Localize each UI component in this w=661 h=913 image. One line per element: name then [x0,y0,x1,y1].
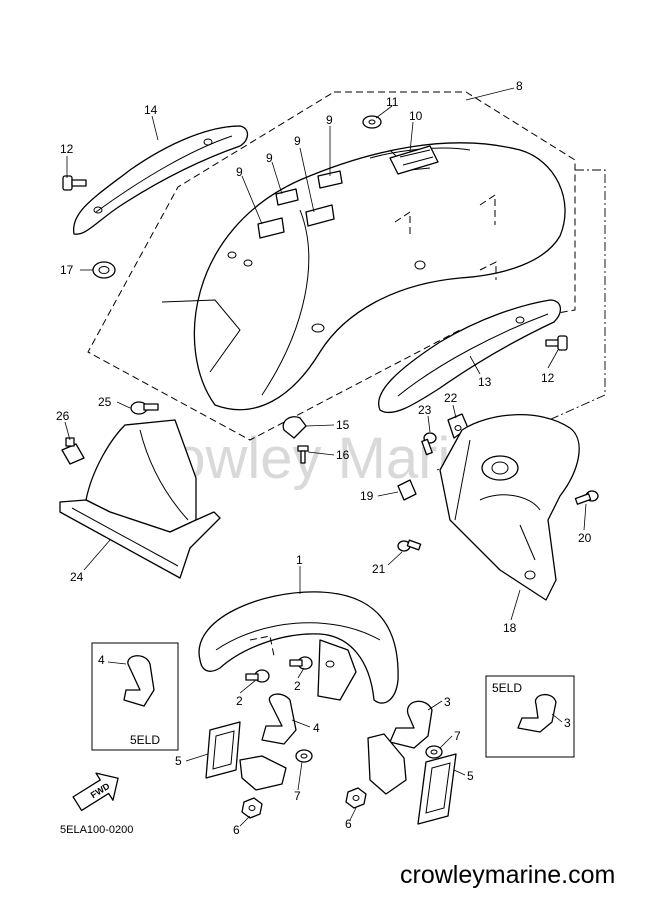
bolt-20 [574,490,599,505]
clip-26 [61,437,85,465]
callout-11: 11 [386,95,399,109]
callout-19: 19 [360,489,374,503]
callout-6-right: 6 [345,817,352,831]
callout-4-inset: 4 [98,653,105,667]
inset-box-right [485,675,575,758]
callout-5-right: 5 [467,769,474,783]
callout-14: 14 [144,103,158,117]
callout-20: 20 [578,531,592,545]
leader-lines [64,87,587,827]
callout-9-b: 9 [266,151,273,165]
fork-bracket-left [239,755,287,791]
fork-bracket-right [367,733,407,795]
bolt-2-right [289,656,313,670]
callout-13: 13 [478,375,492,389]
callouts: 8 11 10 14 12 9 9 9 9 17 12 13 22 23 25 … [56,79,592,837]
callout-16: 16 [336,448,350,462]
callout-4-main: 4 [313,721,320,735]
bolt-12-right [545,335,568,351]
bolt-23 [421,432,437,456]
callout-8: 8 [516,79,523,93]
bracket-4-main [261,693,297,745]
bolt-12-left [62,175,87,191]
reflector-5-left [205,721,241,779]
inset-label-left: 5ELD [130,733,160,747]
callout-7-right: 7 [454,729,461,743]
rivet-25 [130,401,159,415]
reflector-5-right [417,753,457,825]
callout-2-right: 2 [294,679,301,693]
callout-5-left: 5 [175,754,182,768]
washer-11 [362,115,382,129]
callout-6-left: 6 [233,823,240,837]
inner-fender-24 [59,419,221,579]
callout-3-inset: 3 [564,716,571,730]
callout-24: 24 [70,570,84,584]
nut-7-right [425,745,443,759]
callout-18: 18 [503,621,517,635]
inset-box-left [91,642,179,751]
footer-website: crowleymarine.com [400,861,615,889]
rear-fender [161,142,566,411]
callout-1: 1 [296,553,303,567]
callout-25: 25 [98,395,112,409]
bolt-2-left [245,669,270,683]
callout-15: 15 [336,418,350,432]
callout-9-c: 9 [294,134,301,148]
callout-21: 21 [372,562,386,576]
callout-12-left: 12 [60,142,74,156]
decal-stripe [389,145,439,175]
grab-bar-right [378,299,561,414]
callout-22: 22 [444,391,458,405]
clip-19 [397,479,417,501]
grommet-17 [92,261,116,279]
tail-light-assembly-18 [439,414,580,601]
callout-2-left: 2 [236,694,243,708]
callout-3-main: 3 [444,695,451,709]
bracket-3-main [389,700,433,749]
callout-10: 10 [409,109,423,123]
nut-6-right [345,787,367,809]
nut-6-left [241,797,263,819]
clamp-15 [282,416,307,439]
drawing-code: 5ELA100-0200 [60,824,133,836]
callout-9-d: 9 [326,113,333,127]
screw-16 [297,445,309,464]
callout-23: 23 [418,403,432,417]
callout-9-a: 9 [236,165,243,179]
callout-17: 17 [60,263,74,277]
callout-7-left: 7 [294,789,301,803]
fwd-arrow-icon [72,772,119,812]
callout-12-right: 12 [541,371,555,385]
nut-7-left [295,749,313,763]
callout-26: 26 [56,409,70,423]
grab-bar-left [73,125,249,235]
bracket-3-inset [517,694,557,733]
bolt-21 [397,539,422,552]
bracket-4-inset [123,655,155,707]
inset-label-right: 5ELD [492,681,522,695]
front-fender-1 [198,591,399,704]
rear-fender-assembly-outline [87,91,576,441]
